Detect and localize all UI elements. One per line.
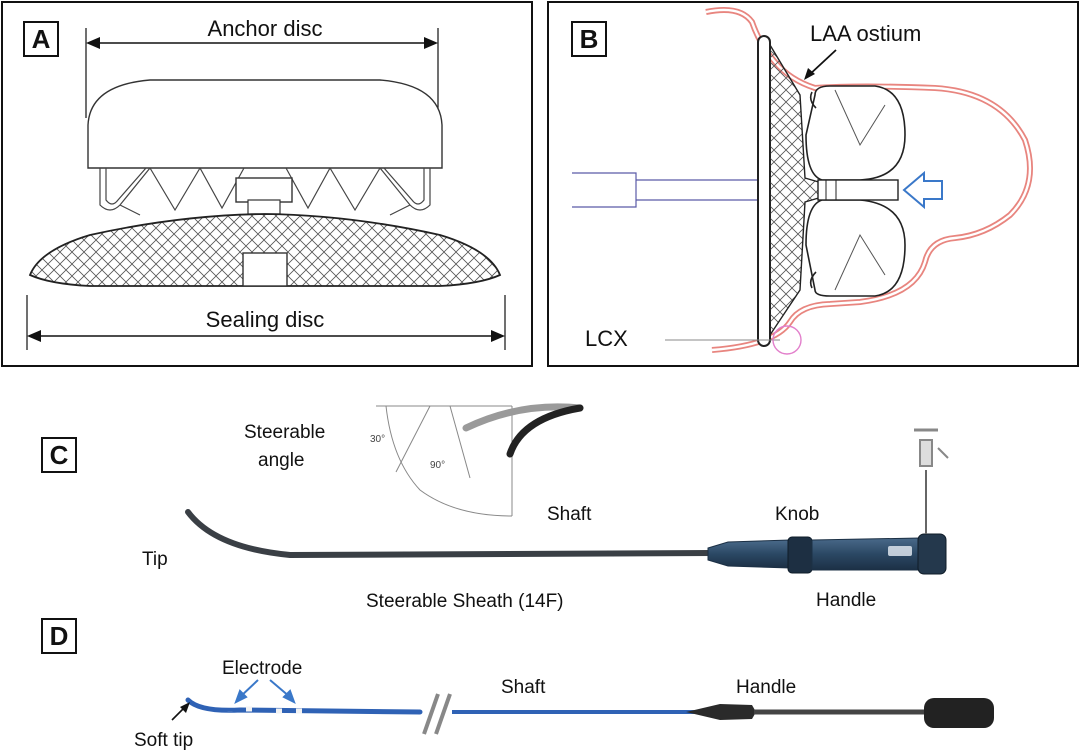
angle-90-label: 90° [430,460,445,471]
panel-b-frame [547,1,1079,367]
sealing-disc-hub [242,252,288,287]
panel-c-letter: C [50,440,69,470]
sealing-disc-side [757,35,771,347]
anchor-struts [99,167,431,216]
steerable-sheath-shaft [185,509,715,559]
sealing-disc-shape [28,213,502,287]
laa-ostium-leader [807,49,837,77]
soft-tip-label: Soft tip [134,730,193,751]
panel-a-letter: A [32,24,51,54]
panel-b-letter-box [571,21,607,57]
panel-d-letter-box [41,618,77,654]
steerable-sheath-label: Steerable Sheath (14F) [366,591,564,612]
panel-a: A Anchor disc [1,1,533,367]
catheter-handle [686,698,994,728]
steerable-angle-inset [376,403,584,517]
handle-label-d: Handle [736,677,796,698]
panel-a-frame [1,1,533,367]
sheath-knob [787,536,813,574]
tip-label: Tip [142,549,168,570]
panel-a-letter-box [23,21,59,57]
anchor-disc-dimension [85,28,439,118]
shaft-label-d: Shaft [501,677,546,698]
sealing-disc-dimension [26,295,506,350]
handle-label-c: Handle [816,590,876,611]
lcx-circle [772,325,802,355]
anchor-disc-shape [87,79,443,169]
panel-b-letter: B [580,24,599,54]
flow-arrow-icon [902,170,943,210]
anchor-hub-side [817,179,899,201]
panel-d-letter: D [50,621,69,651]
steerable-angle-label-1: Steerable [244,422,325,443]
electrode-label: Electrode [222,658,302,679]
anchor-lobes [805,85,906,297]
shaft-label-c: Shaft [547,504,592,525]
panel-d: D Electrode Shaft Handle [41,618,994,751]
catheter-distal [185,697,423,715]
panel-b: B LA [547,1,1079,367]
laa-ostium-label: LAA ostium [810,21,921,46]
anchor-disc-label: Anchor disc [208,16,323,41]
lcx-label: LCX [585,326,628,351]
electrode-arrows [234,679,296,705]
delivery-sheath [572,172,762,208]
panel-c-letter-box [41,437,77,473]
steerable-angle-label-2: angle [258,450,305,471]
angle-30-label: 30° [370,434,385,445]
anchor-hub [235,177,293,203]
shaft-break-icon [422,693,452,735]
knob-label: Knob [775,504,819,525]
sheath-side-port [914,428,949,534]
sealing-disc-label: Sealing disc [206,307,325,332]
electrode-bands [227,706,302,714]
panel-c: C 30° 90° Steerable angle [41,403,949,612]
sheath-handle [707,533,947,575]
